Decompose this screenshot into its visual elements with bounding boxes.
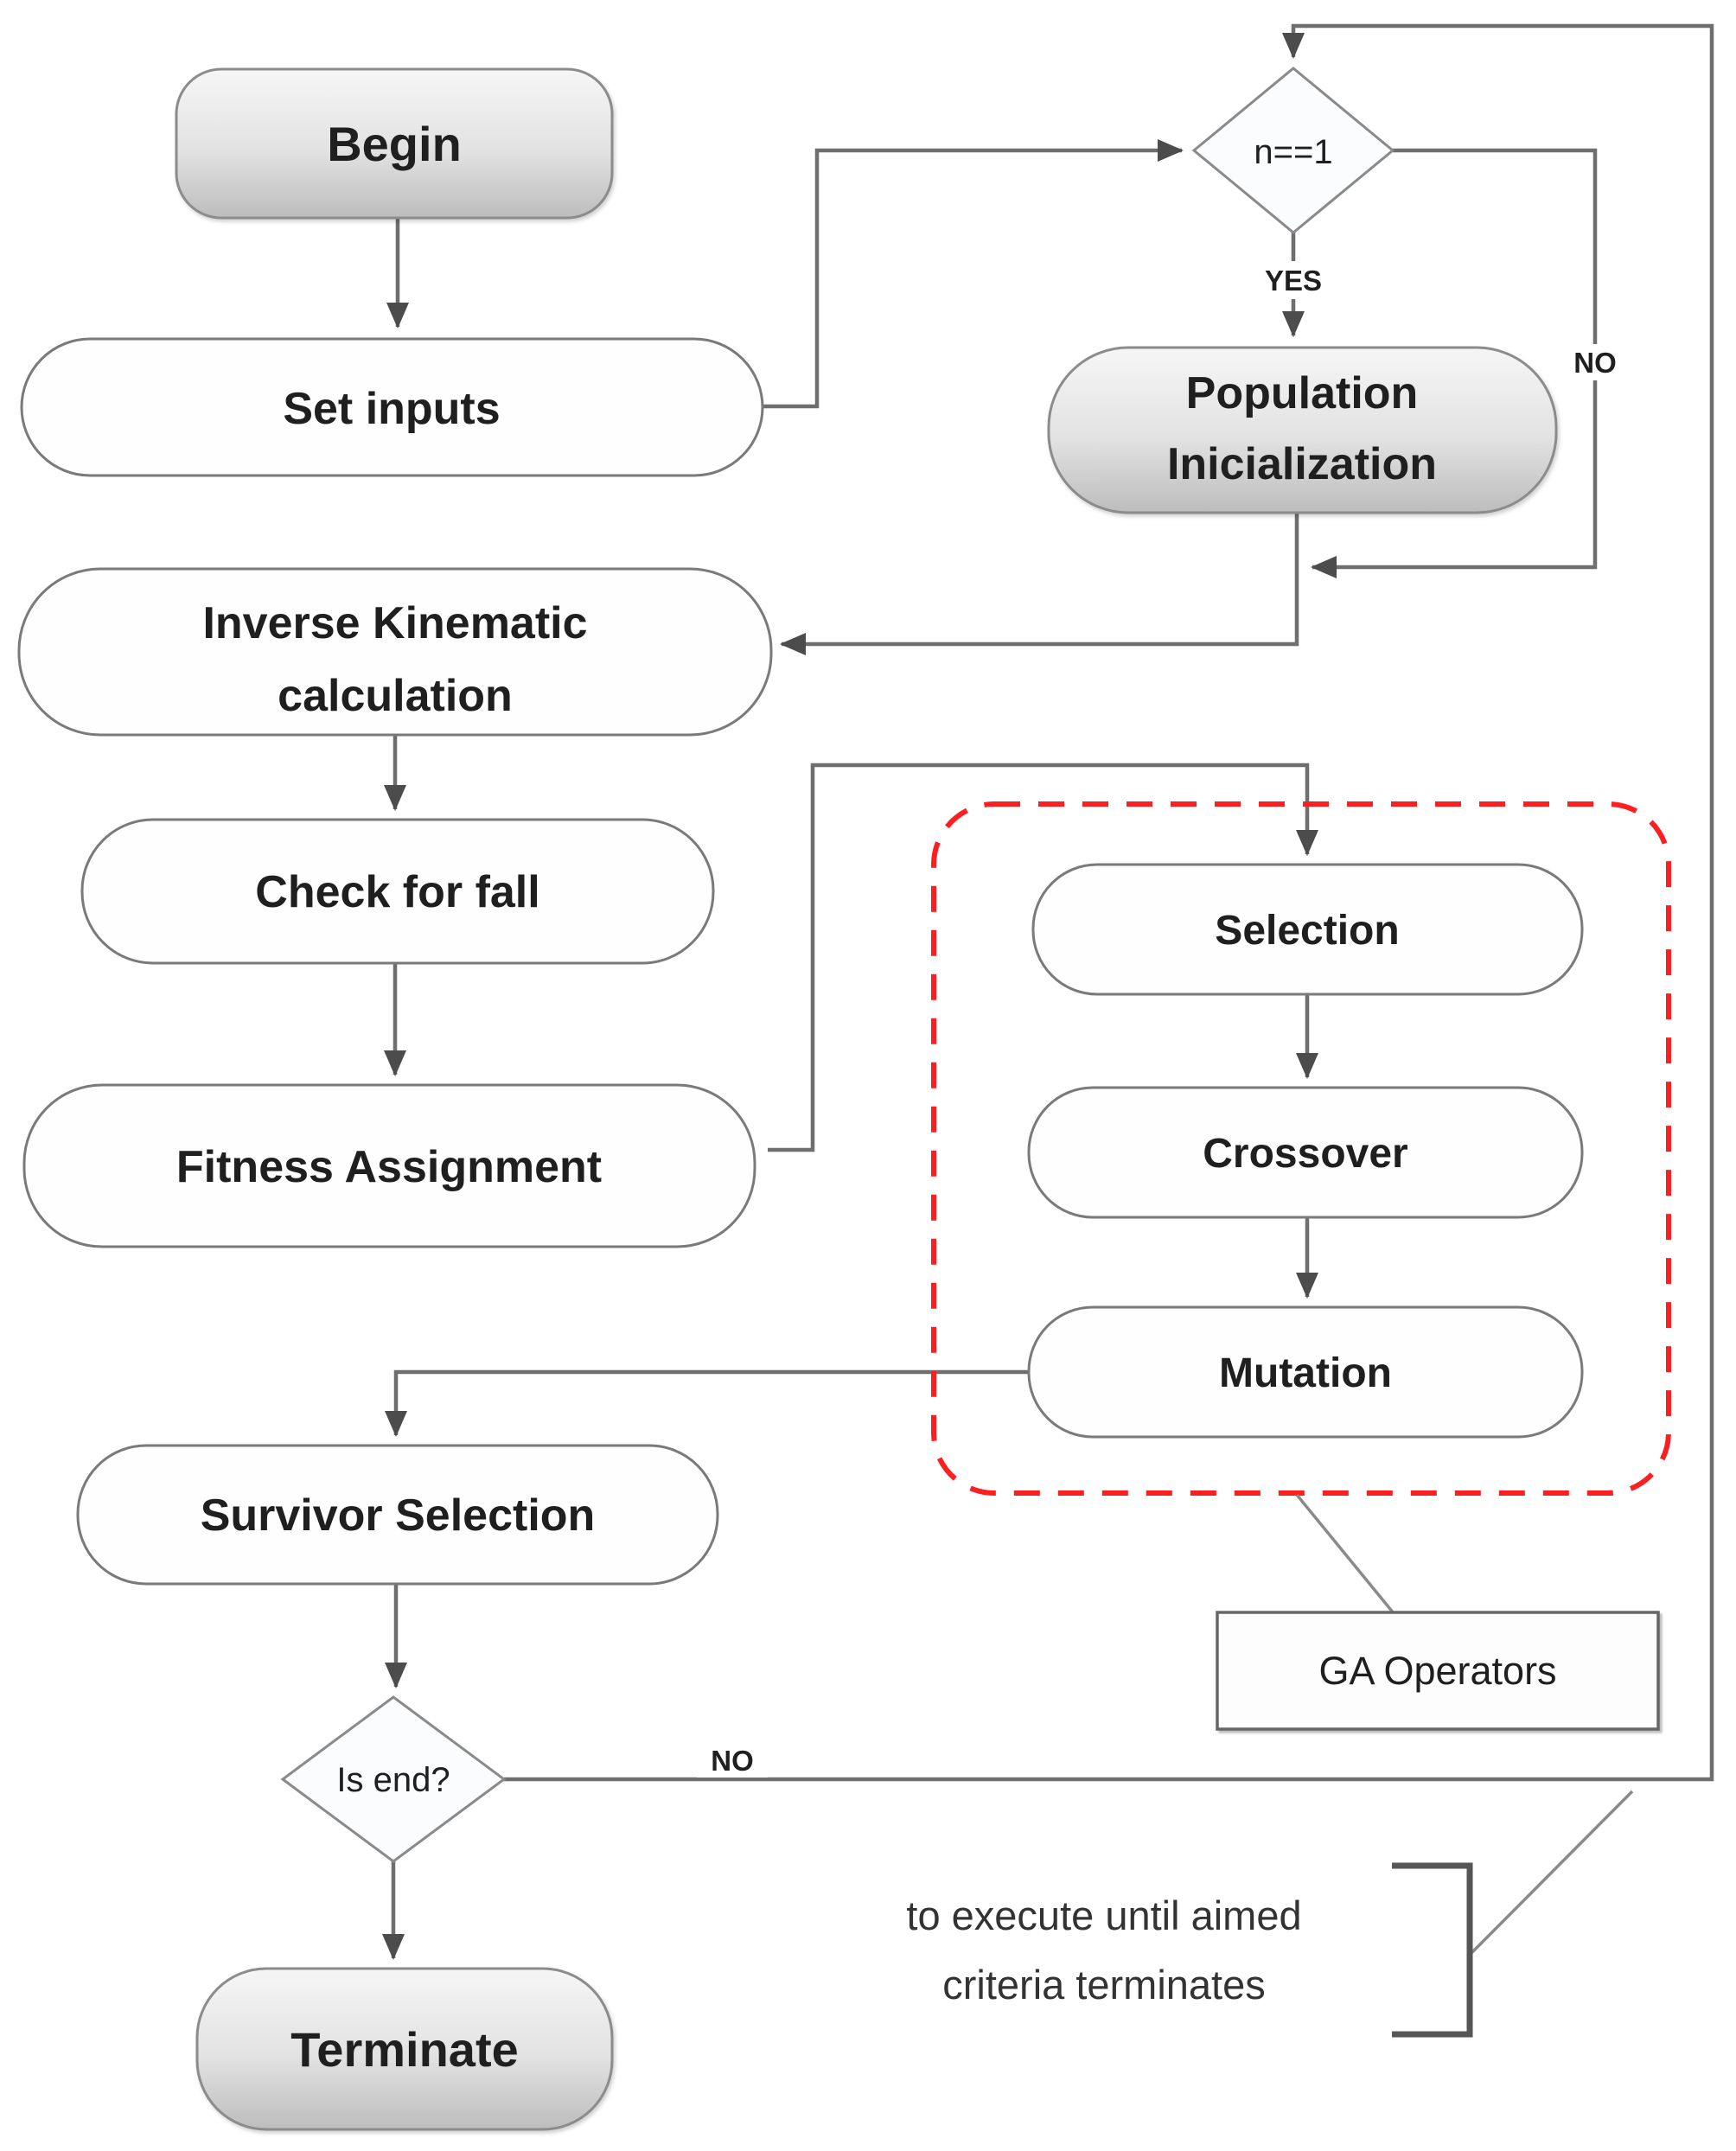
- loop-annotation-callout-line: [1469, 1790, 1634, 1956]
- set-inputs-label: Set inputs: [283, 384, 500, 434]
- node-selection: Selection: [1031, 863, 1584, 996]
- survivor-selection-label: Survivor Selection: [201, 1490, 596, 1541]
- node-terminate: Terminate: [195, 1967, 614, 2131]
- no-bottom-label-bg: [697, 1743, 768, 1778]
- node-set-inputs: Set inputs: [20, 337, 764, 477]
- terminate-shape: [195, 1967, 614, 2131]
- edge-population-to-inverse-kinematic: [780, 513, 1299, 655]
- ga-frame-callout-line: [1295, 1493, 1395, 1615]
- survivor-selection-shape: [76, 1444, 719, 1586]
- node-fitness-assignment: Fitness Assignment: [22, 1083, 756, 1248]
- node-n-check-decision: n==1: [1191, 67, 1395, 234]
- loop-annotation-line1: to execute until aimed: [906, 1892, 1301, 1938]
- n-check-label: n==1: [1254, 133, 1332, 171]
- loop-annotation-line2: criteria terminates: [942, 1962, 1266, 2007]
- inverse-kinematic-label-line2: calculation: [278, 671, 513, 721]
- node-survivor-selection: Survivor Selection: [76, 1444, 719, 1586]
- node-mutation: Mutation: [1027, 1305, 1584, 1439]
- terminate-label: Terminate: [290, 2022, 518, 2077]
- ga-operators-shape: [1216, 1611, 1660, 1731]
- node-check-for-fall: Check for fall: [80, 818, 715, 965]
- inverse-kinematic-shape: [17, 567, 773, 737]
- no-top-label-bg: [1562, 344, 1628, 380]
- ga-operators-label: GA Operators: [1318, 1649, 1556, 1693]
- node-inverse-kinematic: Inverse Kinematic calculation: [17, 567, 773, 737]
- edge-set-inputs-to-n-check: [763, 139, 1184, 409]
- check-for-fall-label: Check for fall: [255, 867, 539, 917]
- node-crossover: Crossover: [1027, 1086, 1584, 1219]
- begin-shape: [175, 67, 614, 220]
- annotation-bracket: [1392, 1862, 1473, 2038]
- is-end-diamond-shape: [280, 1695, 507, 1863]
- edge-is-end-no-loop-to-n-check: [504, 23, 1714, 1782]
- set-inputs-shape: [20, 337, 764, 477]
- loop-annotation: to execute until aimed criteria terminat…: [906, 1892, 1301, 2007]
- fitness-assignment-shape: [22, 1083, 756, 1248]
- node-begin: Begin: [175, 67, 614, 220]
- crossover-label: Crossover: [1203, 1131, 1407, 1177]
- selection-shape: [1031, 863, 1584, 996]
- node-population-initialization: Population Inicialization: [1047, 346, 1558, 514]
- begin-label: Begin: [327, 117, 462, 171]
- population-label-line1: Population: [1186, 368, 1419, 418]
- edge-fitness-to-selection: [768, 763, 1318, 1152]
- node-is-end-decision: Is end?: [280, 1695, 507, 1863]
- crossover-shape: [1027, 1086, 1584, 1219]
- ga-operators-dashed-frame: [931, 801, 1671, 1496]
- yes-label: YES: [1265, 265, 1322, 297]
- selection-label: Selection: [1215, 908, 1399, 954]
- mutation-label: Mutation: [1219, 1350, 1392, 1396]
- yes-label-bg: [1255, 261, 1331, 299]
- no-bottom-label: NO: [711, 1745, 754, 1777]
- inverse-kinematic-label-line1: Inverse Kinematic: [202, 598, 587, 648]
- population-label-line2: Inicialization: [1167, 439, 1437, 489]
- check-for-fall-shape: [80, 818, 715, 965]
- mutation-shape: [1027, 1305, 1584, 1439]
- n-check-diamond-shape: [1191, 67, 1395, 234]
- no-branch-label-top: NO: [1562, 344, 1628, 380]
- is-end-label: Is end?: [336, 1761, 450, 1799]
- edge-mutation-to-survivor: [385, 1369, 1029, 1437]
- population-shape: [1047, 346, 1558, 514]
- fitness-assignment-label: Fitness Assignment: [176, 1142, 602, 1192]
- no-top-label: NO: [1573, 347, 1617, 379]
- node-ga-operators-legend: GA Operators: [1216, 1611, 1660, 1731]
- no-branch-label-bottom: NO: [697, 1743, 768, 1778]
- yes-branch-label: YES: [1255, 261, 1331, 299]
